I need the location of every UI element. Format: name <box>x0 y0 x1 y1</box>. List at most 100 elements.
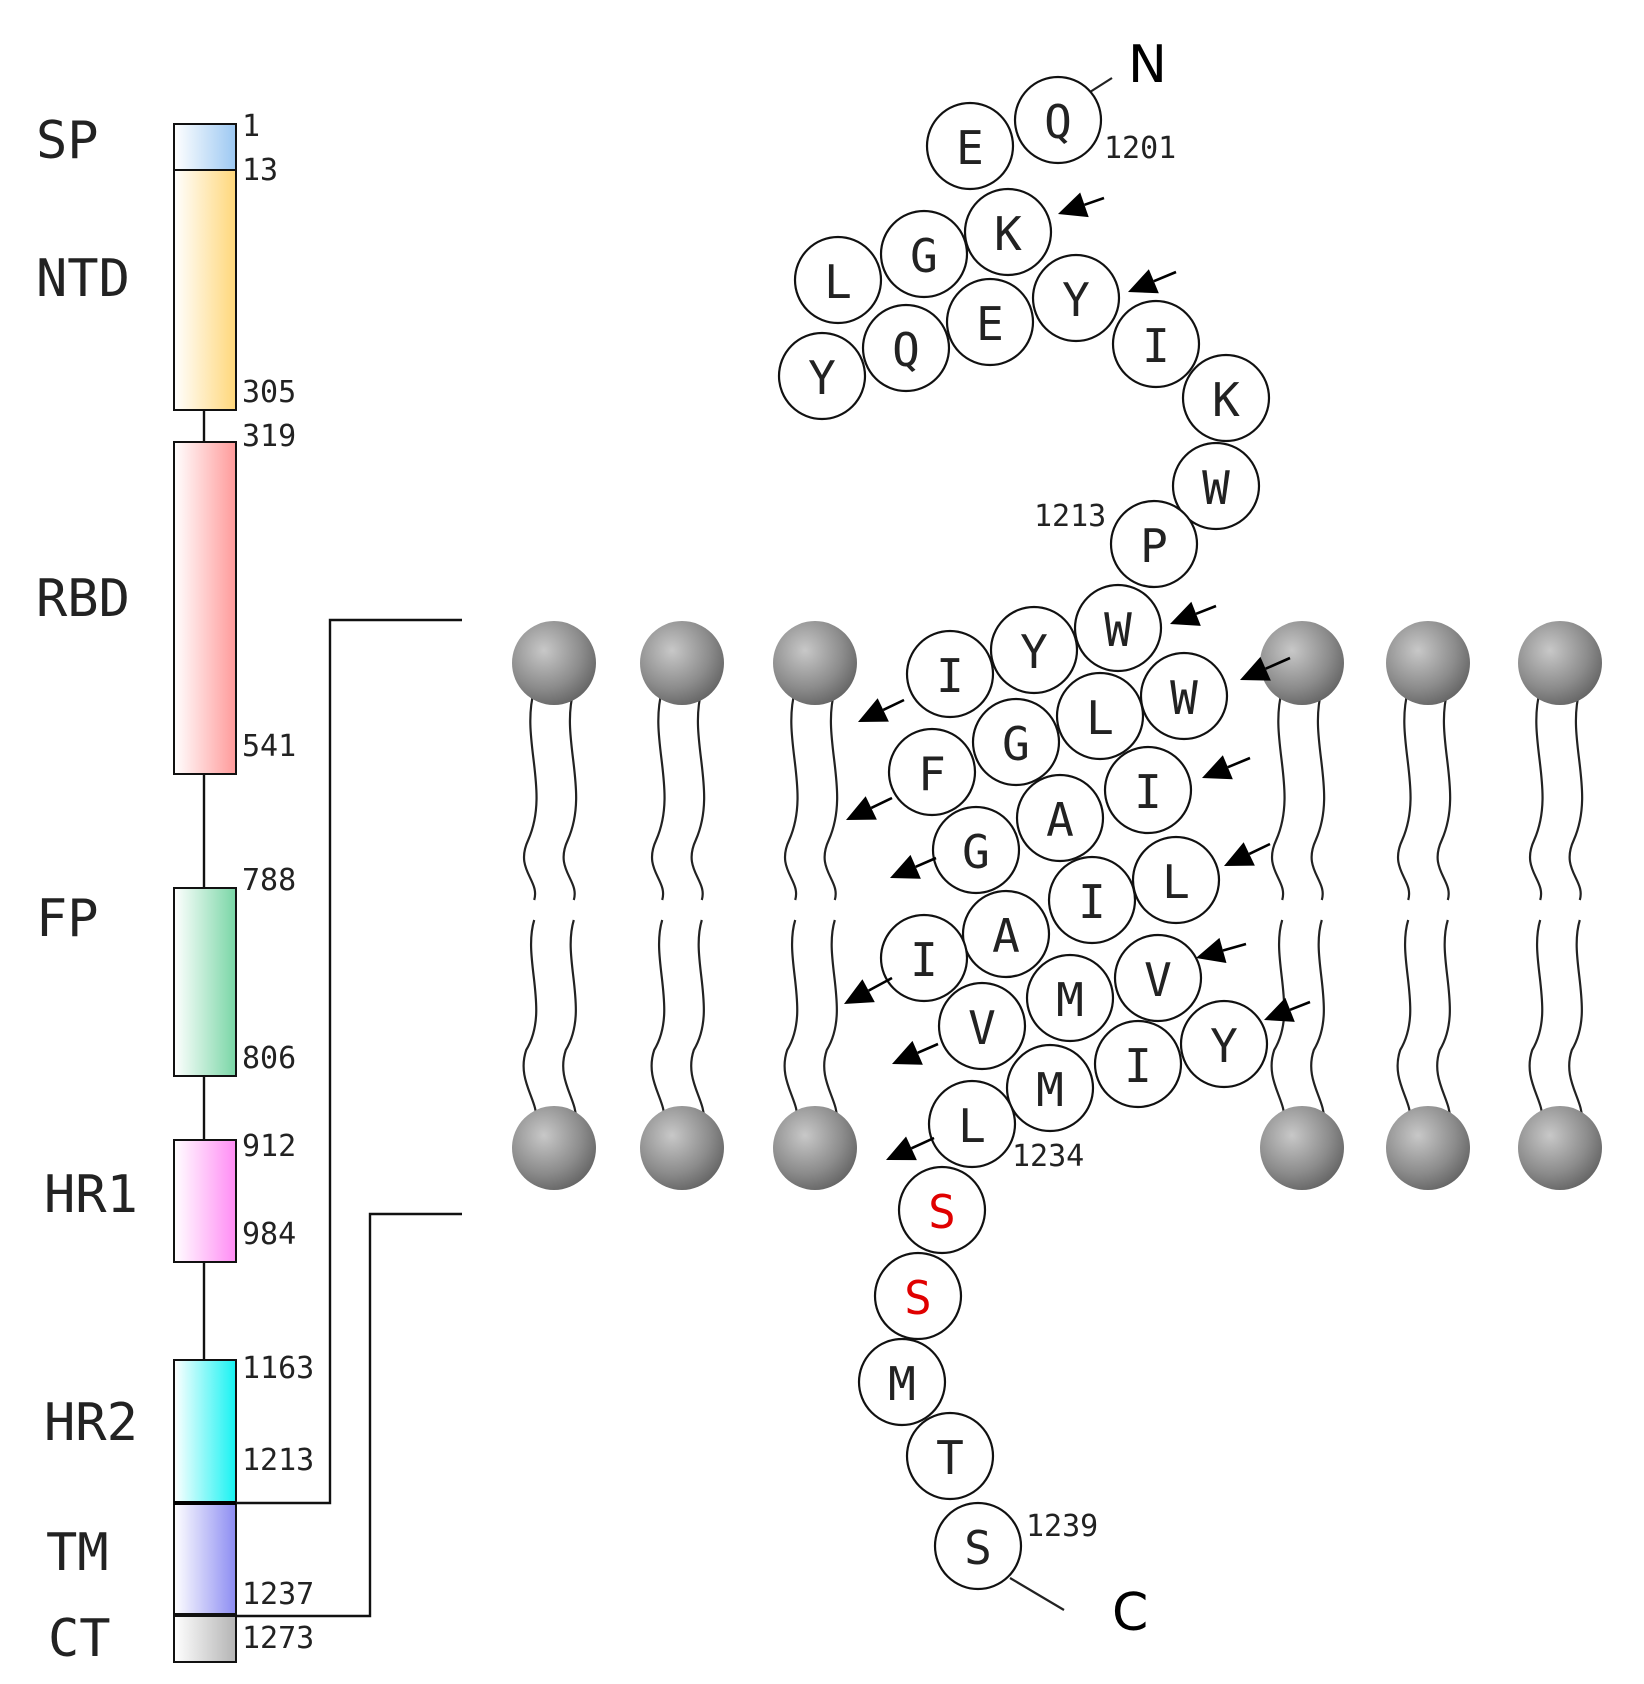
domain-box-rbd <box>173 441 237 775</box>
domain-label-hr1: HR1 <box>44 1165 138 1225</box>
residue-circle <box>1179 999 1269 1089</box>
residue-letter: E <box>976 297 1004 351</box>
residue-circle <box>931 805 1021 895</box>
residue: M <box>1025 953 1115 1043</box>
residue-circle <box>1047 855 1137 945</box>
lipid-head-bottom <box>640 1106 724 1190</box>
residue-letter: S <box>904 1271 932 1325</box>
residue-circle <box>879 209 969 299</box>
residue-letter: S <box>928 1185 956 1239</box>
residue-circle <box>945 277 1035 367</box>
residue-circle <box>1031 253 1121 343</box>
residue-letter: L <box>1162 855 1190 909</box>
residue-circle <box>1139 651 1229 741</box>
residue-circle <box>905 629 995 719</box>
residue-circle <box>925 101 1015 191</box>
residue: Q <box>861 303 951 393</box>
domain-label-tm: TM <box>46 1523 109 1583</box>
lipid-head-bottom <box>1518 1106 1602 1190</box>
residue-letter: Q <box>1044 95 1072 149</box>
lipid-tail <box>1270 689 1286 901</box>
position-label-1201: 1201 <box>1104 131 1176 166</box>
lipid-tail <box>650 919 666 1121</box>
residue-letter: L <box>958 1099 986 1153</box>
lipid-tail <box>1396 919 1412 1121</box>
residue-circle <box>937 981 1027 1071</box>
domain-map: SP 1 13 NTD 305 RBD 319 541 FP 788 806 H… <box>36 109 462 1669</box>
position-label-1234: 1234 <box>1012 1139 1084 1174</box>
lipid-molecule <box>773 621 857 1190</box>
lipid-bilayer <box>512 621 1602 1190</box>
arrow-marker <box>858 698 905 722</box>
residue-circle <box>905 1411 995 1501</box>
lipid-tail <box>1436 919 1451 1121</box>
residue-letter: M <box>1036 1063 1064 1117</box>
residue-letter: K <box>1212 373 1240 427</box>
residue: K <box>1181 353 1271 443</box>
position-label-1239: 1239 <box>1026 1509 1098 1544</box>
residue-circle <box>963 187 1053 277</box>
residue-circle <box>961 889 1051 979</box>
terminal-lines <box>1009 77 1113 1611</box>
domain-end-hr1: 984 <box>242 1217 296 1252</box>
arrow-marker <box>1240 656 1291 681</box>
residue-circle <box>1093 1019 1183 1109</box>
lipid-tail <box>783 919 799 1121</box>
lipid-head-top <box>1386 621 1470 705</box>
residue-circle <box>1103 745 1193 835</box>
lipid-molecule <box>1518 621 1602 1190</box>
arrow-marker <box>886 1136 935 1161</box>
residue: A <box>1015 773 1105 863</box>
residue-letter: W <box>1202 461 1230 515</box>
lipid-tail <box>690 689 706 901</box>
arrow-marker <box>1170 601 1217 626</box>
residue: I <box>1093 1019 1183 1109</box>
lipid-tail <box>1270 919 1286 1121</box>
lipid-tail <box>1396 689 1412 901</box>
residue-letter: T <box>936 1431 964 1485</box>
residue-letter: Y <box>1062 273 1090 327</box>
domain-end-sp: 13 <box>242 153 278 188</box>
residue: T <box>905 1411 995 1501</box>
residue-letter: Y <box>1020 625 1048 679</box>
domain-end-ct: 1273 <box>242 1621 314 1656</box>
residue-letter: P <box>1140 519 1168 573</box>
arrow-marker <box>1128 269 1177 294</box>
residue-circle <box>989 605 1079 695</box>
residue-letter: V <box>1144 953 1172 1007</box>
domain-box-tm <box>173 1503 237 1615</box>
domain-label-ntd: NTD <box>36 249 130 309</box>
domain-box-fp <box>173 887 237 1077</box>
residue: M <box>857 1337 947 1427</box>
lipid-head-bottom <box>1260 1106 1344 1190</box>
domain-box-sp <box>173 123 237 171</box>
lipid-molecule <box>1260 621 1344 1190</box>
residue-letter: K <box>994 207 1022 261</box>
residue-letter: G <box>910 229 938 283</box>
lipid-head-top <box>1518 621 1602 705</box>
residue: I <box>879 913 969 1003</box>
lipid-head-bottom <box>1386 1106 1470 1190</box>
arrow-marker <box>844 976 893 1004</box>
arrow-marker <box>1058 192 1105 218</box>
domain-start-hr1: 912 <box>242 1129 296 1164</box>
lipid-tail <box>1436 689 1452 901</box>
residue-circle <box>1073 583 1163 673</box>
residue: K <box>963 187 1053 277</box>
residue: S <box>933 1501 1023 1591</box>
residue: E <box>925 101 1015 191</box>
residue-letter: S <box>964 1521 992 1575</box>
lipid-tail <box>823 919 838 1121</box>
lipid-tail <box>823 689 839 901</box>
residue-letter: I <box>1134 765 1162 819</box>
residue-letter: W <box>1104 603 1132 657</box>
residue-circle <box>1015 773 1105 863</box>
zoom-bracket-bottom <box>236 1212 462 1618</box>
residue: L <box>927 1079 1017 1169</box>
residue-letter: W <box>1170 671 1198 725</box>
lipid-tail <box>1528 919 1544 1121</box>
residue-letter: Y <box>1210 1019 1238 1073</box>
residue-letter: E <box>956 121 984 175</box>
lipid-tail <box>783 689 799 901</box>
